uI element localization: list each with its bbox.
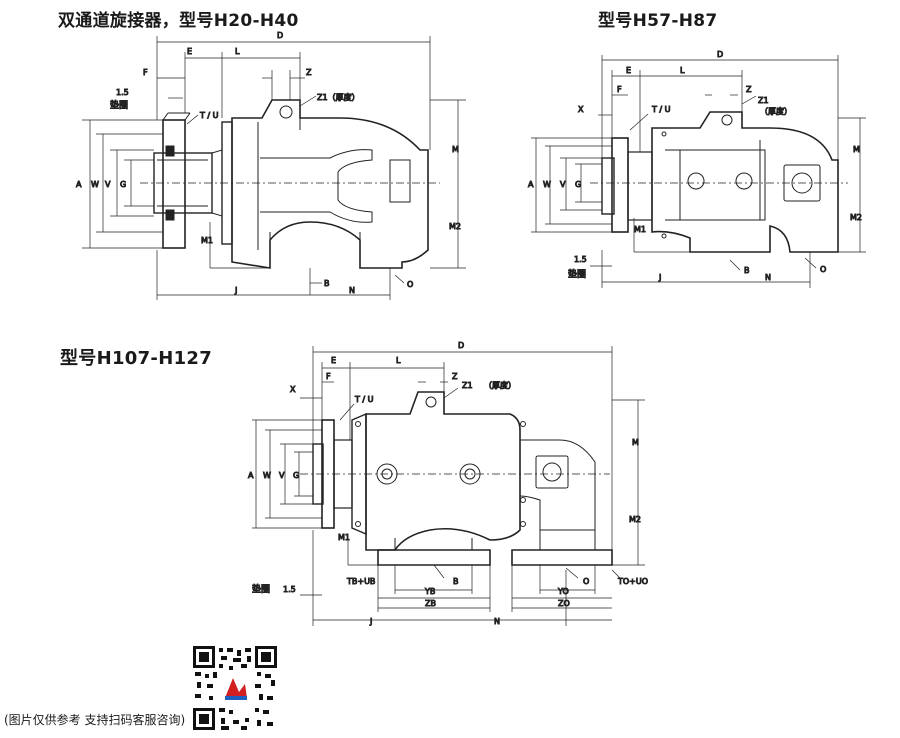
dim-thickness-2: （厚度） <box>760 106 792 116</box>
dim-l-2: L <box>680 66 685 75</box>
dim-e-1: E <box>187 47 192 56</box>
dim-m2-1: M2 <box>449 222 461 231</box>
dim-x-3: X <box>290 385 296 394</box>
dim-e-3: E <box>331 356 336 365</box>
dim-j-2: J <box>658 273 661 282</box>
drawing-h57-h87: D E L F Z Z1 （厚度） X T / U A W V G M M2 M… <box>528 50 866 288</box>
dim-j-3: J <box>369 617 372 626</box>
dim-tbub-3: TB+UB <box>346 577 375 586</box>
dim-v-2: V <box>560 180 566 189</box>
gasket-label-2: 垫圈 <box>568 268 586 280</box>
dim-f-3: F <box>326 372 331 381</box>
dim-l-1: L <box>235 47 240 56</box>
dim-v-3: V <box>279 471 285 480</box>
dim-z-1: Z <box>306 68 312 77</box>
dim-o-3: O <box>583 577 589 586</box>
dim-e-2: E <box>626 66 631 75</box>
dim-g-2: G <box>575 180 581 189</box>
dim-l-3: L <box>396 356 401 365</box>
dim-w-1: W <box>91 180 99 189</box>
dim-b-2: B <box>744 266 750 275</box>
dim-z1-2: Z1 <box>758 96 769 105</box>
title-h107-h127: 型号H107-H127 <box>60 348 213 369</box>
drawing-h20-h40: D E L F Z Z1（厚度） 1.5 垫圈 T / U A W V G M … <box>76 31 466 300</box>
dim-z-2: Z <box>746 85 752 94</box>
dim-w-2: W <box>543 180 551 189</box>
dim-b-1: B <box>324 279 330 288</box>
gasket-label-1: 垫圈 <box>110 99 128 111</box>
gasket-label-3: 垫圈 <box>252 583 270 595</box>
image-caption: (图片仅供参考 支持扫码客服咨询) <box>4 713 186 727</box>
dim-zb-3: ZB <box>425 599 436 608</box>
dim-d-1: D <box>277 31 283 40</box>
title-h57-h87: 型号H57-H87 <box>598 11 718 31</box>
dim-gasket-size-3: 1.5 <box>283 585 296 594</box>
dim-tu-2: T / U <box>651 105 671 114</box>
dim-thickness-3: （厚度） <box>484 380 516 390</box>
dim-gasket-size-1: 1.5 <box>116 88 129 97</box>
dim-o-2: O <box>820 265 826 274</box>
dim-x-2: X <box>578 105 584 114</box>
dim-z-3: Z <box>452 372 458 381</box>
dim-touo-3: TO+UO <box>617 577 648 586</box>
dim-z1-1: Z1（厚度） <box>317 92 360 102</box>
dim-g-1: G <box>120 180 126 189</box>
dim-gasket-size-2: 1.5 <box>574 255 587 264</box>
dim-j-1: J <box>234 286 237 295</box>
dim-m1-1: M1 <box>201 236 213 245</box>
dim-g-3: G <box>293 471 299 480</box>
dim-m2-3: M2 <box>629 515 641 524</box>
qr-code-icon[interactable] <box>193 646 277 730</box>
dim-z1-3: Z1 <box>462 381 473 390</box>
dim-m-2: M <box>853 145 860 154</box>
dim-d-3: D <box>458 341 464 350</box>
dim-v-1: V <box>105 180 111 189</box>
dim-tu-1: T / U <box>199 111 219 120</box>
dim-m2-2: M2 <box>850 213 862 222</box>
title-h20-h40: 双通道旋接器，型号H20-H40 <box>58 11 299 31</box>
dim-m1-2: M1 <box>634 225 646 234</box>
dim-yb-3: YB <box>424 587 435 596</box>
dim-n-3: N <box>494 617 500 626</box>
dim-d-2: D <box>717 50 723 59</box>
drawing-h107-h127: D E L F Z Z1 （厚度） X T / U A W V G M M2 M… <box>248 341 649 627</box>
dim-o-1: O <box>407 280 413 289</box>
dim-m-1: M <box>452 145 459 154</box>
dim-a-1: A <box>76 180 82 189</box>
dim-b-3: B <box>453 577 459 586</box>
dim-zo-3: ZO <box>558 599 570 608</box>
dim-f-1: F <box>143 68 148 77</box>
dim-m1-3: M1 <box>338 533 350 542</box>
dim-w-3: W <box>263 471 271 480</box>
dim-f-2: F <box>617 85 622 94</box>
dim-a-3: A <box>248 471 254 480</box>
dim-a-2: A <box>528 180 534 189</box>
dim-n-1: N <box>349 286 355 295</box>
dim-yo-3: YO <box>557 587 569 596</box>
dim-tu-3: T / U <box>354 395 374 404</box>
dim-n-2: N <box>765 273 771 282</box>
dim-m-3: M <box>632 438 639 447</box>
